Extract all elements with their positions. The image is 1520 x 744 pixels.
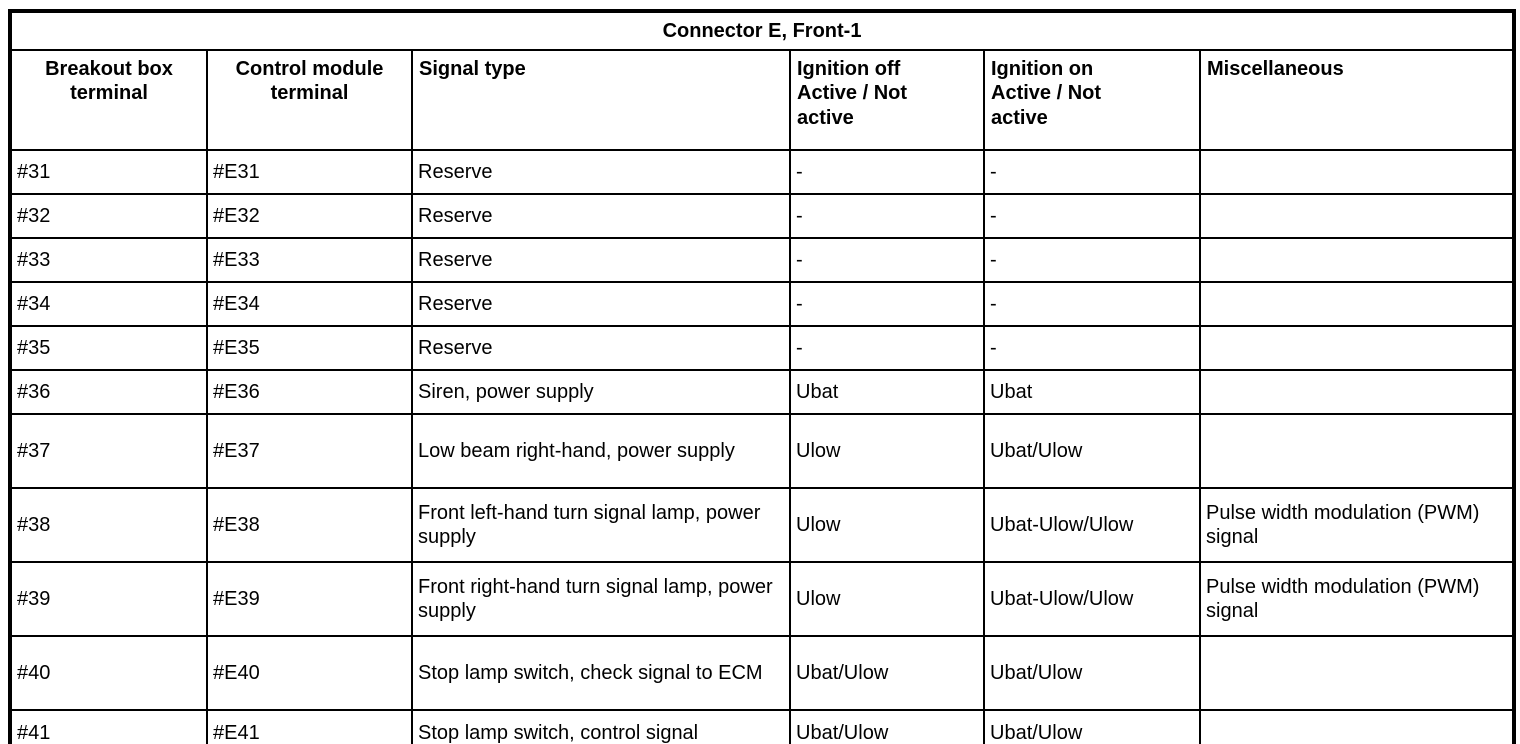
cell-breakout-box-terminal: #36: [9, 369, 208, 415]
cell-miscellaneous: [1198, 237, 1516, 283]
cell-signal-type: Reserve: [411, 149, 791, 195]
cell-signal-type: Front right-hand turn signal lamp, power…: [411, 561, 791, 637]
connector-pinout-table: Connector E, Front-1 Breakout box termin…: [8, 9, 1517, 744]
cell-signal-type: Reserve: [411, 193, 791, 239]
cell-ignition-on: -: [983, 325, 1201, 371]
cell-breakout-box-terminal: #37: [9, 413, 208, 489]
cell-signal-type: Reserve: [411, 325, 791, 371]
cell-miscellaneous: [1198, 413, 1516, 489]
cell-control-module-terminal: #E35: [206, 325, 413, 371]
cell-breakout-box-terminal: #34: [9, 281, 208, 327]
cell-control-module-terminal: #E40: [206, 635, 413, 711]
cell-ignition-off: Ubat/Ulow: [789, 635, 985, 711]
cell-ignition-on: -: [983, 281, 1201, 327]
cell-ignition-off: Ubat: [789, 369, 985, 415]
column-header-miscellaneous: Miscellaneous: [1198, 49, 1516, 151]
cell-breakout-box-terminal: #35: [9, 325, 208, 371]
column-header-breakout-box-terminal: Breakout box terminal: [9, 49, 208, 151]
cell-ignition-on: Ubat/Ulow: [983, 413, 1201, 489]
cell-signal-type: Siren, power supply: [411, 369, 791, 415]
cell-miscellaneous: [1198, 709, 1516, 744]
table-title: Connector E, Front-1: [8, 10, 1516, 51]
cell-miscellaneous: [1198, 635, 1516, 711]
cell-signal-type: Reserve: [411, 281, 791, 327]
cell-ignition-on: Ubat-Ulow/Ulow: [983, 561, 1201, 637]
cell-ignition-on: Ubat/Ulow: [983, 709, 1201, 744]
cell-breakout-box-terminal: #39: [9, 561, 208, 637]
cell-control-module-terminal: #E33: [206, 237, 413, 283]
cell-ignition-off: -: [789, 237, 985, 283]
cell-ignition-on: Ubat: [983, 369, 1201, 415]
cell-ignition-off: -: [789, 281, 985, 327]
cell-ignition-on: -: [983, 193, 1201, 239]
cell-miscellaneous: Pulse width modulation (PWM) signal: [1198, 561, 1516, 637]
cell-miscellaneous: [1198, 369, 1516, 415]
cell-ignition-off: -: [789, 149, 985, 195]
cell-ignition-off: Ulow: [789, 413, 985, 489]
cell-miscellaneous: [1198, 281, 1516, 327]
cell-control-module-terminal: #E31: [206, 149, 413, 195]
cell-ignition-off: -: [789, 193, 985, 239]
cell-signal-type: Low beam right-hand, power supply: [411, 413, 791, 489]
cell-ignition-off: -: [789, 325, 985, 371]
cell-breakout-box-terminal: #32: [9, 193, 208, 239]
column-header-ignition-off: Ignition off Active / Not active: [789, 49, 985, 151]
cell-miscellaneous: [1198, 325, 1516, 371]
cell-ignition-off: Ulow: [789, 561, 985, 637]
cell-control-module-terminal: #E38: [206, 487, 413, 563]
cell-signal-type: Front left-hand turn signal lamp, power …: [411, 487, 791, 563]
cell-ignition-off: Ulow: [789, 487, 985, 563]
column-header-control-module-terminal: Control module terminal: [206, 49, 413, 151]
cell-control-module-terminal: #E41: [206, 709, 413, 744]
cell-control-module-terminal: #E39: [206, 561, 413, 637]
cell-miscellaneous: Pulse width modulation (PWM) signal: [1198, 487, 1516, 563]
cell-ignition-on: Ubat/Ulow: [983, 635, 1201, 711]
title-row: Connector E, Front-1: [8, 10, 1516, 51]
column-header-ignition-on: Ignition on Active / Not active: [983, 49, 1201, 151]
cell-signal-type: Stop lamp switch, control signal: [411, 709, 791, 744]
column-header-signal-type: Signal type: [411, 49, 791, 151]
cell-breakout-box-terminal: #41: [9, 709, 208, 744]
cell-breakout-box-terminal: #31: [9, 149, 208, 195]
cell-breakout-box-terminal: #33: [9, 237, 208, 283]
cell-breakout-box-terminal: #38: [9, 487, 208, 563]
cell-signal-type: Stop lamp switch, check signal to ECM: [411, 635, 791, 711]
cell-miscellaneous: [1198, 149, 1516, 195]
cell-ignition-off: Ubat/Ulow: [789, 709, 985, 744]
cell-ignition-on: -: [983, 149, 1201, 195]
cell-miscellaneous: [1198, 193, 1516, 239]
cell-control-module-terminal: #E32: [206, 193, 413, 239]
cell-breakout-box-terminal: #40: [9, 635, 208, 711]
cell-ignition-on: -: [983, 237, 1201, 283]
cell-control-module-terminal: #E36: [206, 369, 413, 415]
cell-control-module-terminal: #E37: [206, 413, 413, 489]
cell-signal-type: Reserve: [411, 237, 791, 283]
cell-control-module-terminal: #E34: [206, 281, 413, 327]
cell-ignition-on: Ubat-Ulow/Ulow: [983, 487, 1201, 563]
